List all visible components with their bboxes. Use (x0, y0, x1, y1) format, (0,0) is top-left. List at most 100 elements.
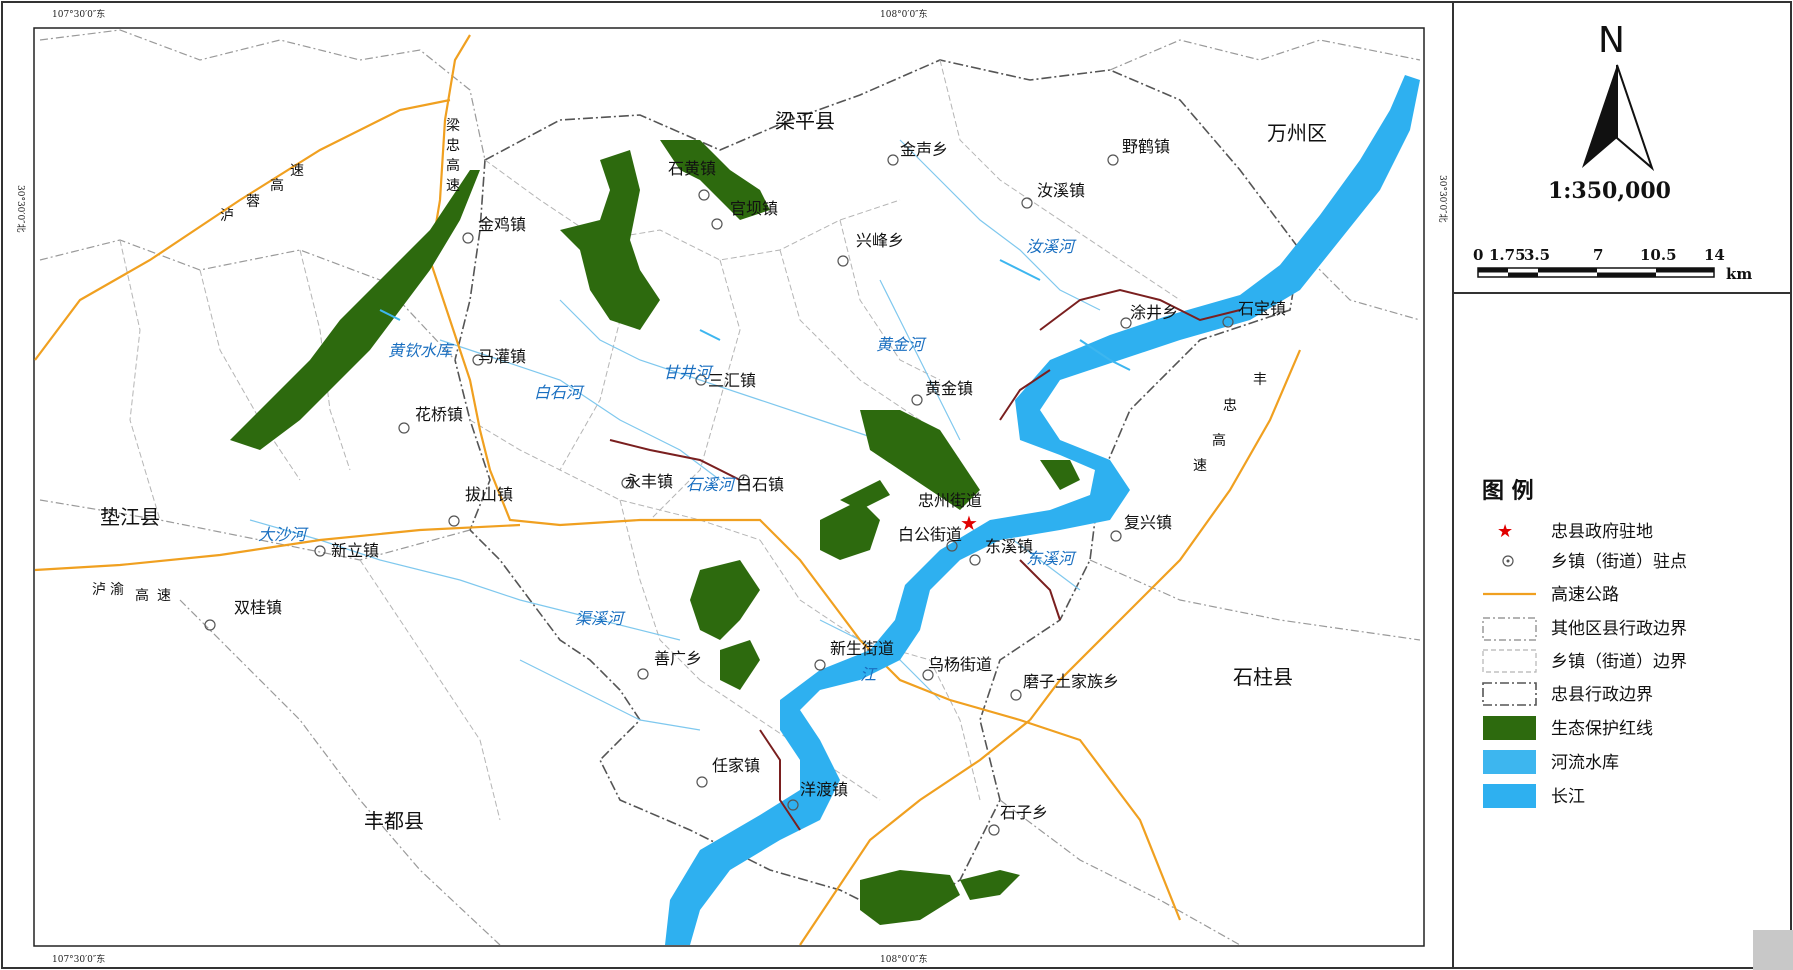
town-point-icon (698, 189, 710, 201)
redline-area (720, 640, 760, 690)
town-label: 石黄镇 (668, 159, 716, 178)
town-point-icon (696, 776, 708, 788)
town-point-icon (1120, 317, 1132, 329)
redline-area (820, 500, 880, 560)
highway-label-fengzhong: 丰 忠 高 速 (1193, 372, 1267, 474)
river-swatch-icon (1483, 750, 1536, 774)
town-point-icon (462, 232, 474, 244)
highway-fengzhong (1029, 349, 1302, 721)
river-label: 甘井河 (663, 363, 714, 382)
river-label: 汝溪河 (1026, 237, 1077, 256)
corner-block (1753, 930, 1793, 970)
highway-label-liangzhong: 梁 忠 高 速 (446, 118, 460, 194)
legend-title: 图 例 (1482, 479, 1534, 504)
river-label: 江 (860, 665, 878, 684)
town-label: 野鹤镇 (1122, 137, 1170, 156)
town-label: 白公街道 (898, 525, 962, 544)
scale-tick-0: 0 (1473, 246, 1483, 264)
highway-luyu (34, 523, 521, 572)
redline-area (560, 150, 660, 330)
town-point-icon (1502, 555, 1514, 567)
highway-hurong (34, 98, 451, 361)
county-seat-star-icon: ★ (960, 511, 978, 535)
reservoir-edges (609, 288, 1241, 831)
legend-item-label: 乡镇（街道）驻点 (1551, 552, 1687, 572)
tributaries (249, 139, 1101, 731)
town-point-icon (637, 668, 649, 680)
svg-text:N: N (1598, 20, 1625, 61)
coord-top-center: 108°0′0″东 (880, 8, 928, 20)
svg-text:高: 高 (270, 177, 284, 194)
svg-text:泸: 泸 (92, 582, 106, 598)
redline-swatch-icon (1483, 716, 1536, 740)
county-label: 垫江县 (100, 505, 160, 529)
legend-item-label: 忠县行政边界 (1551, 685, 1653, 705)
town-point-icon (787, 799, 799, 811)
county-boundaries (39, 29, 1421, 946)
town-point-icon (911, 394, 923, 406)
yangtze-river (665, 75, 1420, 945)
svg-text:梁: 梁 (446, 118, 460, 134)
legend-item-label: 其他区县行政边界 (1551, 619, 1687, 639)
svg-text:忠: 忠 (446, 138, 460, 154)
town-point-icon (711, 218, 723, 230)
town-label: 白石镇 (736, 475, 784, 494)
town-label: 复兴镇 (1124, 513, 1172, 532)
svg-text:速: 速 (157, 588, 171, 604)
svg-text:蓉: 蓉 (246, 194, 260, 210)
town-point-icon (1222, 316, 1234, 328)
town-label: 乌杨街道 (928, 655, 992, 674)
legend-item-label: 忠县政府驻地 (1551, 522, 1653, 542)
town-point-icon (946, 540, 958, 552)
svg-text:速: 速 (446, 178, 460, 194)
town-label: 花桥镇 (415, 405, 463, 424)
county-label: 丰都县 (364, 809, 424, 833)
legend-item-label: 长江 (1551, 787, 1585, 807)
town-label: 拔山镇 (465, 485, 513, 504)
svg-text:忠: 忠 (1223, 398, 1237, 414)
scale-tick-2: 3.5 (1524, 246, 1550, 264)
county-label: 梁平县 (775, 109, 835, 133)
legend-item-label: 河流水库 (1551, 753, 1619, 773)
coord-right-lat: 30°30′0″北 (1437, 175, 1448, 223)
river-label: 石溪河 (686, 475, 737, 494)
svg-text:丰: 丰 (1253, 372, 1267, 388)
town-label: 官坝镇 (730, 199, 778, 218)
scale-tick-5: 14 (1704, 246, 1725, 264)
town-label: 金鸡镇 (478, 215, 526, 234)
town-point-icon (922, 669, 934, 681)
coord-left-lat: 30°30′0″北 (15, 185, 26, 233)
town-points (204, 154, 1234, 836)
county-boundary-icon (1482, 617, 1537, 641)
town-point-icon (1021, 197, 1033, 209)
svg-text:高: 高 (446, 157, 460, 174)
town-label: 双桂镇 (234, 598, 282, 617)
river-label: 东溪河 (1026, 549, 1077, 568)
redline-area (230, 170, 480, 450)
town-label: 涂井乡 (1130, 303, 1178, 322)
coord-bottom-left: 107°30′0″东 (52, 953, 105, 965)
town-point-icon (969, 554, 981, 566)
town-point-icon (1107, 154, 1119, 166)
redline-area (1040, 460, 1080, 490)
legend-item-label: 高速公路 (1551, 585, 1619, 605)
svg-text:渝: 渝 (110, 582, 124, 598)
town-label: 黄金镇 (925, 379, 973, 398)
legend-item-label: 生态保护红线 (1551, 719, 1653, 739)
town-label: 汝溪镇 (1037, 181, 1085, 200)
town-label: 兴峰乡 (856, 231, 904, 250)
scale-unit: km (1726, 265, 1752, 283)
town-point-icon (814, 659, 826, 671)
town-label: 石子乡 (1000, 803, 1048, 822)
coord-top-left: 107°30′0″东 (52, 8, 105, 20)
town-point-icon (988, 824, 1000, 836)
town-point-icon-dot (1506, 559, 1510, 563)
town-label: 马灌镇 (478, 347, 526, 366)
river-label: 黄金河 (876, 335, 927, 354)
river-label: 白石河 (534, 383, 585, 402)
town-point-icon (398, 422, 410, 434)
town-label: 石宝镇 (1238, 299, 1286, 318)
red-star-icon: ★ (1497, 521, 1513, 542)
legend-item-label: 乡镇（街道）边界 (1551, 652, 1687, 672)
